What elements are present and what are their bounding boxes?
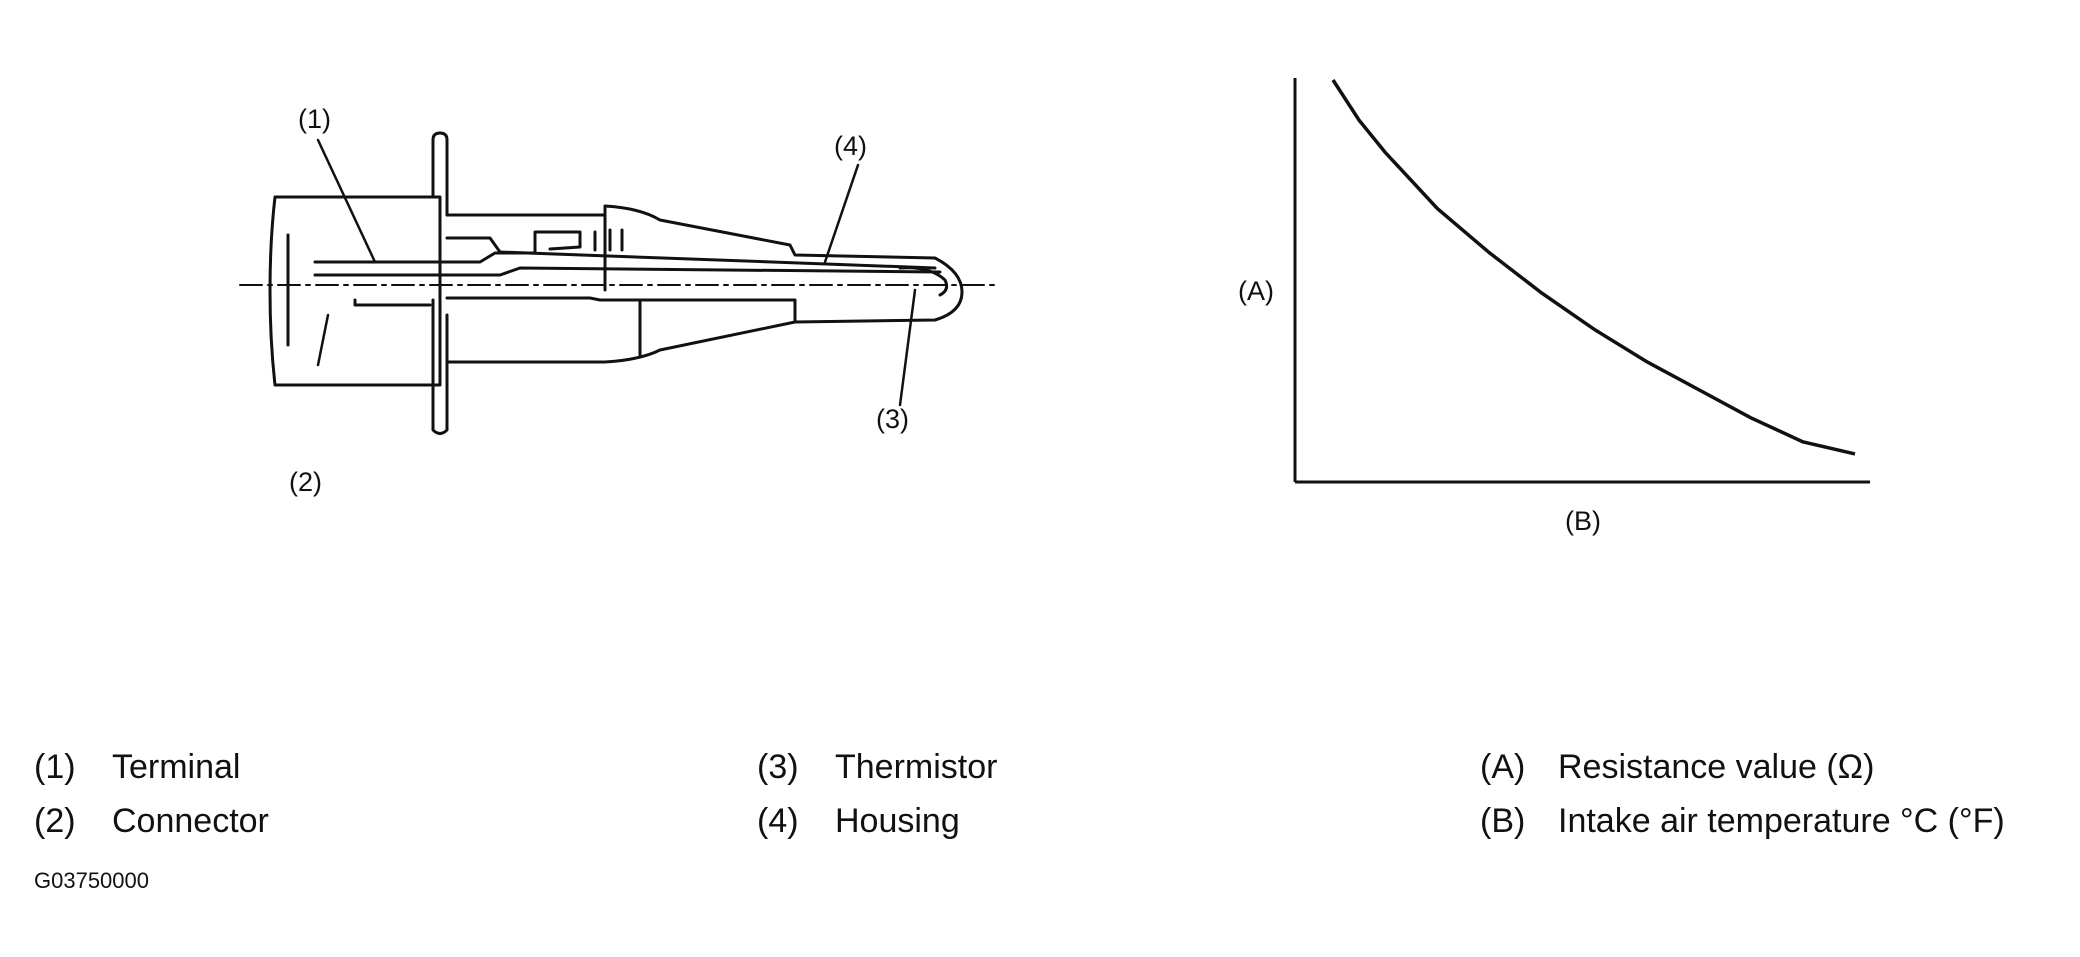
connector-inner-step (353, 298, 432, 307)
resistance-curve (1331, 79, 1856, 456)
sensor-housing (445, 204, 964, 364)
connector-body (268, 195, 442, 387)
legend-item-temperature: (B)Intake air temperature °C (°F) (1480, 802, 2005, 840)
terminal-pin-upper (313, 230, 582, 264)
mounting-flange (431, 131, 449, 435)
housing-step (603, 213, 642, 357)
leader-line-connector (316, 313, 330, 367)
legend-item-resistance: (A)Resistance value (Ω) (1480, 748, 1875, 786)
terminal-pin-ribs (593, 228, 624, 252)
legend-item-terminal: (1)Terminal (34, 748, 241, 786)
terminal-pin-lower (313, 266, 942, 277)
legend-item-connector: (2)Connector (34, 802, 269, 840)
leader-line-thermistor (898, 288, 917, 407)
callout-terminal: (1) (298, 104, 331, 134)
housing-inner-wall (445, 236, 937, 324)
thermistor-element (898, 266, 949, 297)
callout-housing: (4) (834, 131, 867, 161)
figure-id: G03750000 (34, 868, 149, 893)
callout-thermistor: (3) (876, 404, 909, 434)
callout-connector: (2) (289, 467, 322, 497)
leader-line-terminal (316, 138, 377, 264)
sensor-cross-section-diagram: (1) (2) (4) (3) (239, 104, 1001, 497)
leader-line-housing (823, 163, 860, 264)
x-axis-label: (B) (1565, 506, 1601, 536)
resistance-temperature-graph: (A) (B) (1238, 78, 1870, 536)
legend-item-housing: (4)Housing (757, 802, 960, 840)
y-axis-label: (A) (1238, 276, 1274, 306)
legend-item-thermistor: (3)Thermistor (757, 748, 998, 786)
